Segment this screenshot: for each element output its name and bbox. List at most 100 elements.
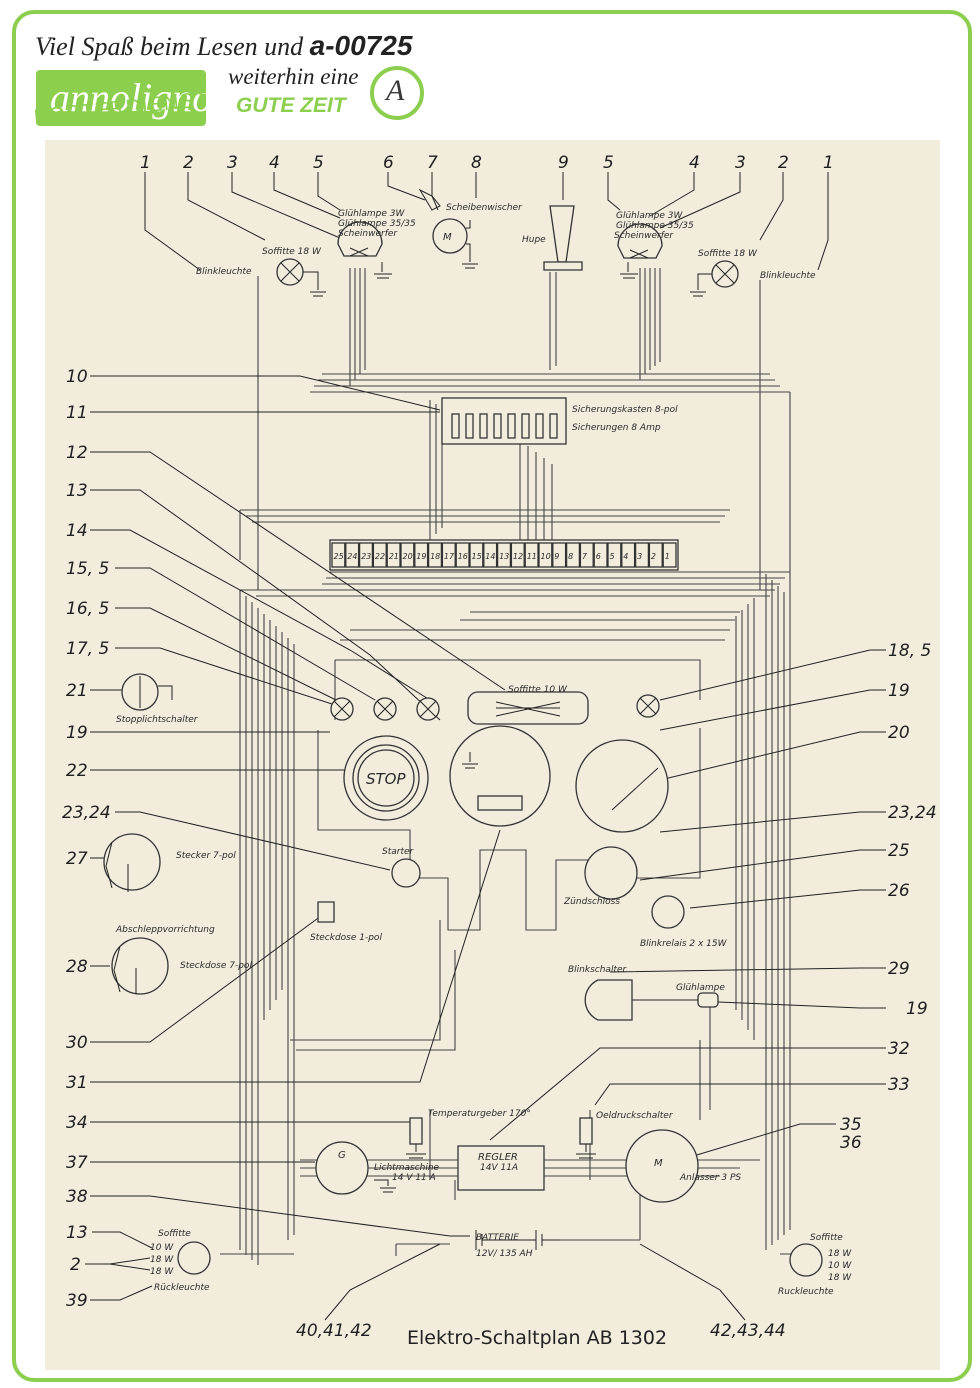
terminal-cell	[400, 542, 415, 568]
bottom-callouts: 40,41,42 42,43,44	[296, 1321, 786, 1341]
top-numbers: 1 2 3 4 5 6 7 8 9 5 4 3 2 1	[140, 153, 834, 173]
top-num-r3: 3	[735, 153, 746, 173]
terminal-cell	[648, 542, 663, 568]
terminal-label: 18	[430, 552, 440, 561]
label-rueckleuchte-right: Ruckleuchte	[778, 1287, 834, 1297]
scheinwerfer-left	[337, 221, 392, 279]
terminal-cell	[565, 542, 581, 568]
callout-31: 31	[66, 1073, 88, 1093]
regulator	[457, 1145, 545, 1191]
terminal-cell	[469, 542, 484, 568]
terminal-label: 19	[416, 552, 426, 561]
top-num-7: 7	[427, 153, 438, 173]
soffitte-10w-lamp	[467, 691, 589, 725]
callout-33: 33	[888, 1075, 910, 1095]
starter-motor	[625, 1129, 699, 1203]
top-num-9: 9	[558, 153, 569, 173]
label-scheinwerfer-right: Scheinwerfer	[614, 231, 674, 241]
label-stopplichtschalter: Stopplichtschalter	[116, 715, 199, 725]
callout-35: 35	[840, 1115, 862, 1135]
label-batterie-2: 12V/ 135 AH	[476, 1249, 533, 1259]
callout-22: 22	[66, 761, 88, 781]
terminal-cell	[538, 542, 553, 568]
terminal-cell	[358, 542, 374, 568]
fuse-box	[441, 397, 567, 445]
label-regler-1: REGLER	[478, 1152, 518, 1163]
terminal-cell	[455, 542, 470, 568]
label-hupe: Hupe	[522, 235, 546, 245]
terminal-cell	[496, 542, 512, 568]
terminal-cell	[483, 542, 498, 568]
label-stecker: Stecker 7-pol	[176, 851, 236, 861]
rear-lamp-left	[177, 1241, 211, 1275]
label-blinkleuchte-right: Blinkleuchte	[760, 271, 816, 281]
label-bl-watt-2: 18 W	[150, 1255, 174, 1265]
terminal-label: 1	[665, 552, 670, 561]
top-num-1: 1	[140, 153, 151, 173]
ignition-lock	[584, 846, 638, 900]
callout-23-24-right: 23,24	[888, 803, 937, 823]
top-num-6: 6	[383, 153, 394, 173]
label-scheibenwischer: Scheibenwischer	[446, 203, 523, 213]
top-num-5: 5	[313, 153, 324, 173]
terminal-label: 3	[637, 552, 642, 561]
label-blinkrelais: Blinkrelais 2 x 15W	[640, 939, 728, 949]
callout-26: 26	[888, 881, 910, 901]
terminal-cell	[593, 542, 608, 568]
header-line-3: GUTE ZEIT	[236, 94, 346, 117]
terminal-label: 15	[472, 552, 482, 561]
terminal-label: 6	[596, 552, 601, 561]
callout-12: 12	[66, 443, 88, 463]
callout-10: 10	[66, 367, 88, 387]
callout-28: 28	[66, 957, 88, 977]
label-gluhlampe-left-1: Glühlampe 3W	[338, 209, 406, 219]
terminal-label: 17	[444, 552, 455, 561]
callout-21: 21	[66, 681, 88, 701]
starter-switch	[391, 858, 421, 888]
indicator-lamps	[330, 694, 660, 721]
label-bl-watt-1: 10 W	[150, 1243, 174, 1253]
rear-lamp-right	[789, 1243, 823, 1277]
terminal-label: 16	[458, 552, 468, 561]
top-num-r5: 5	[603, 153, 614, 173]
oil-pressure-switch	[576, 1117, 596, 1159]
terminal-label: 12	[513, 552, 523, 561]
label-oeldruckschalter: Oeldruckschalter	[596, 1111, 674, 1121]
callout-27: 27	[66, 849, 88, 869]
label-soffitte-left: Soffitte 18 W	[262, 247, 322, 257]
terminal-cell	[552, 542, 567, 568]
terminal-label: 24	[347, 552, 357, 561]
callout-30: 30	[66, 1033, 88, 1053]
callout-18-5: 18, 5	[888, 641, 931, 661]
label-br-watt-2: 10 W	[828, 1261, 852, 1271]
temperature-sensor	[406, 1117, 426, 1159]
terminal-cell	[634, 542, 650, 568]
top-num-r1: 1	[823, 153, 834, 173]
terminal-label: 23	[361, 552, 371, 561]
callout-19-right: 19	[888, 681, 910, 701]
terminal-label: 8	[568, 552, 573, 561]
header-line-2: weiterhin eine	[228, 64, 359, 89]
terminal-label: 2	[651, 552, 656, 561]
terminal-cell	[621, 542, 636, 568]
label-steckdose-1pol: Steckdose 1-pol	[310, 933, 382, 943]
label-gluhlampe-right-1: Glühlampe 3W	[616, 211, 684, 221]
label-blinkleuchte-left: Blinkleuchte	[196, 267, 252, 277]
terminal-label: 11	[527, 552, 537, 561]
wiring-harness	[220, 268, 800, 1265]
callout-leaders	[85, 172, 886, 1321]
callout-34: 34	[66, 1113, 88, 1133]
callout-38: 38	[66, 1187, 88, 1207]
top-num-2: 2	[183, 153, 194, 173]
terminal-cell	[510, 542, 525, 568]
terminal-label: 9	[554, 552, 559, 561]
turn-signal-switch	[584, 979, 719, 1021]
top-num-r4: 4	[689, 153, 700, 173]
terminal-cell	[331, 542, 346, 568]
annoligno-badge-icon: A	[370, 66, 424, 120]
header-line-1: Viel Spaß beim Lesen und a-00725	[35, 30, 412, 62]
battery	[450, 1230, 560, 1250]
terminal-label: 14	[485, 552, 495, 561]
